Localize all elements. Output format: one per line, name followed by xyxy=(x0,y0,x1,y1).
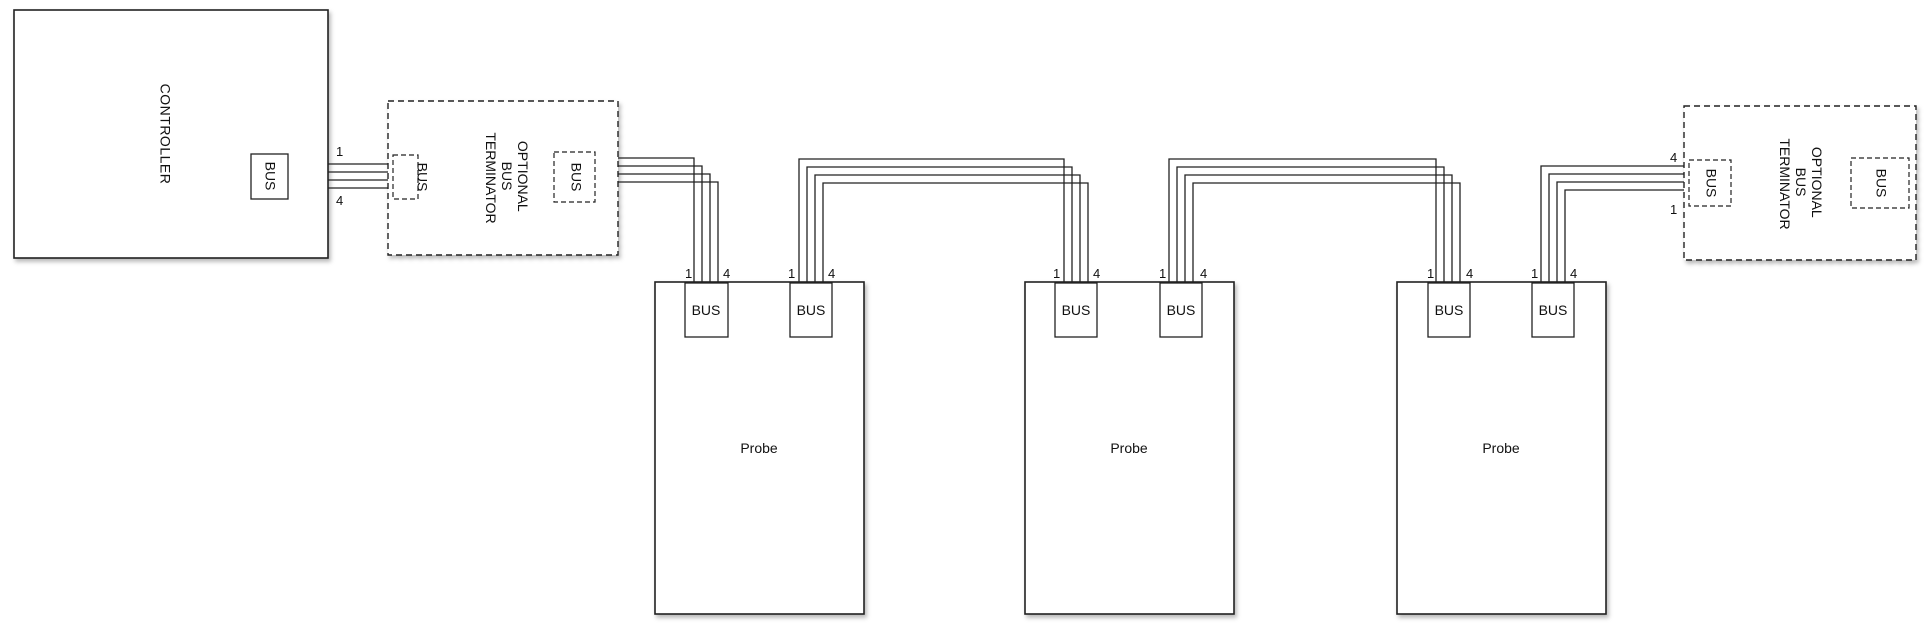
pin-label-1: 1 xyxy=(1053,266,1060,281)
terminator-right-port-out: BUS xyxy=(1850,157,1910,209)
wire-line xyxy=(806,166,1073,283)
terminator-left-port-out-label: BUS xyxy=(568,163,584,192)
pin-label-4: 4 xyxy=(1570,266,1577,281)
terminator-right-label-line-1: OPTIONAL xyxy=(1809,147,1825,218)
pin-label-1: 1 xyxy=(788,266,795,281)
pin-label-4: 4 xyxy=(723,266,730,281)
probe-3-bus-port-out: BUS xyxy=(1531,282,1575,338)
terminator-right-box: OPTIONAL BUS TERMINATOR BUS BUS xyxy=(1683,105,1917,261)
wire-line xyxy=(798,158,1065,283)
wire-line xyxy=(618,165,703,283)
probe-2-bus-port-in: BUS xyxy=(1054,282,1098,338)
controller-bus-port-label: BUS xyxy=(262,162,278,191)
pin-label-1: 1 xyxy=(1159,266,1166,281)
pin-label-4: 4 xyxy=(1093,266,1100,281)
terminator-right-label-line-2: BUS xyxy=(1793,168,1809,197)
terminator-right-port-in-label: BUS xyxy=(1703,169,1719,198)
controller-bus-port: BUS xyxy=(250,153,289,200)
wire-line xyxy=(1184,174,1453,283)
probe-1-label: Probe xyxy=(740,440,778,456)
wire-line xyxy=(618,181,719,283)
pin-label-4: 4 xyxy=(828,266,835,281)
probe-1-bus-port-in-label: BUS xyxy=(692,302,721,318)
terminator-right-port-in: BUS xyxy=(1688,159,1732,207)
pin-label-4: 4 xyxy=(1200,266,1207,281)
probe-1-bus-port-in: BUS xyxy=(684,282,729,338)
probe-1-bus-port-out-label: BUS xyxy=(797,302,826,318)
wires-terminator-to-probe-1 xyxy=(618,157,719,283)
wire-line xyxy=(1192,182,1461,283)
probe-3-bus-port-in-label: BUS xyxy=(1435,302,1464,318)
probe-2-bus-port-out-label: BUS xyxy=(1167,302,1196,318)
wire-line xyxy=(1540,165,1684,283)
wire-line xyxy=(1548,173,1684,283)
wires-probe-1-to-probe-2 xyxy=(798,158,1089,283)
probe-2-label: Probe xyxy=(1110,440,1148,456)
terminator-left-label-line-1: OPTIONAL xyxy=(515,141,531,212)
pin-label-4: 4 xyxy=(1466,266,1473,281)
pin-label-1: 1 xyxy=(1531,266,1538,281)
pin-label-1: 1 xyxy=(1427,266,1434,281)
probe-3-bus-port-out-label: BUS xyxy=(1539,302,1568,318)
terminator-left-port-out: BUS xyxy=(553,151,596,203)
terminator-left-port-in: BUS xyxy=(392,154,430,200)
pin-labels: 1 4 1 4 1 4 1 4 1 4 1 4 1 4 4 1 xyxy=(336,144,1677,281)
probe-3-label: Probe xyxy=(1482,440,1520,456)
probe-2-bus-port-in-label: BUS xyxy=(1062,302,1091,318)
probe-2-box: Probe BUS BUS xyxy=(1024,281,1235,615)
wire-line xyxy=(618,157,695,283)
pin-label-4: 4 xyxy=(1670,150,1677,165)
wires-controller-to-terminator xyxy=(328,163,388,189)
wire-line xyxy=(814,174,1081,283)
probe-3-box: Probe BUS BUS xyxy=(1396,281,1607,615)
probe-1-box: Probe BUS BUS xyxy=(654,281,865,615)
terminator-left-label-line-3: TERMINATOR xyxy=(483,132,499,223)
controller-box: CONTROLLER BUS xyxy=(13,9,329,259)
wire-line xyxy=(1168,158,1437,283)
pin-label-4: 4 xyxy=(336,193,343,208)
wires-probe-3-to-terminator xyxy=(1540,165,1684,283)
probe-1-bus-port-out: BUS xyxy=(789,282,833,338)
terminator-left-box: OPTIONAL BUS TERMINATOR BUS BUS xyxy=(387,100,619,256)
pin-label-1: 1 xyxy=(1670,202,1677,217)
pin-label-1: 1 xyxy=(685,266,692,281)
probe-3-bus-port-in: BUS xyxy=(1427,282,1471,338)
probe-2-bus-port-out: BUS xyxy=(1159,282,1203,338)
terminator-right-label-line-3: TERMINATOR xyxy=(1777,138,1793,229)
wire-line xyxy=(822,182,1089,283)
terminator-left-port-in-label: BUS xyxy=(414,163,430,192)
terminator-right-port-out-label: BUS xyxy=(1873,169,1889,198)
controller-label: CONTROLLER xyxy=(157,84,173,185)
wire-line xyxy=(1564,189,1684,283)
wire-line xyxy=(1176,166,1445,283)
terminator-left-label: OPTIONAL BUS TERMINATOR xyxy=(483,132,531,223)
wire-line xyxy=(618,173,711,283)
terminator-left-label-line-2: BUS xyxy=(499,162,515,191)
pin-label-1: 1 xyxy=(336,144,343,159)
wires-probe-2-to-probe-3 xyxy=(1168,158,1461,283)
wire-line xyxy=(1556,181,1684,283)
terminator-right-label: OPTIONAL BUS TERMINATOR xyxy=(1777,138,1825,229)
